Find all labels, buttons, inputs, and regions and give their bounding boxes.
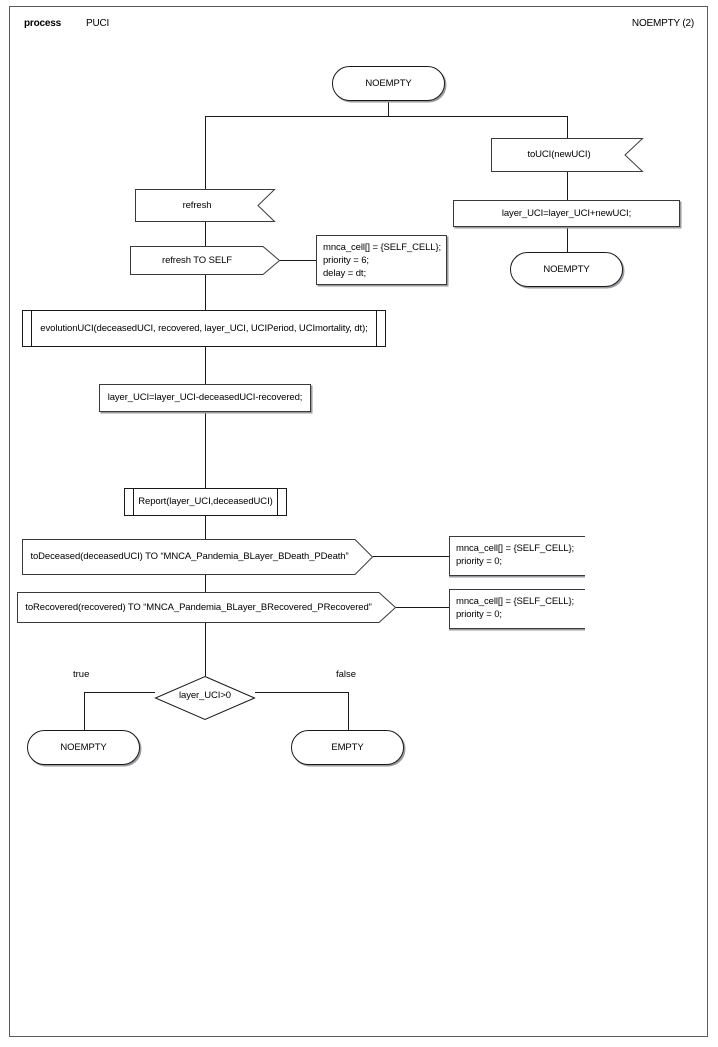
- connector-deceased-to-recovered: [205, 575, 206, 592]
- connector-task-to-report: [205, 412, 206, 488]
- comment-deceased: mnca_cell[] = {SELF_CELL}; priority = 0;: [449, 536, 585, 576]
- connector-comment-deceased: [373, 556, 449, 557]
- output-signal-shape: [130, 246, 280, 275]
- state-start[interactable]: NOEMPTY: [332, 66, 445, 101]
- state-noempty-right[interactable]: NOEMPTY: [510, 252, 623, 287]
- output-signal-to-deceased[interactable]: toDeceased(deceasedUCI) TO “MNCA_Pandemi…: [22, 539, 373, 575]
- state-empty-false-label: EMPTY: [331, 741, 364, 753]
- state-noempty-true-label: NOEMPTY: [60, 741, 107, 753]
- state-start-label: NOEMPTY: [365, 77, 412, 89]
- branch-label-true: true: [73, 669, 90, 680]
- connector-true-down: [84, 692, 85, 730]
- state-noempty-right-label: NOEMPTY: [543, 263, 590, 275]
- header-kind-label: process: [24, 18, 61, 29]
- decision-diamond-shape: [155, 676, 255, 720]
- connector-recovered-to-decision: [205, 623, 206, 676]
- input-signal-refresh-label: refresh: [182, 199, 212, 211]
- comment-deceased-text: mnca_cell[] = {SELF_CELL}; priority = 0;: [456, 543, 575, 567]
- output-signal-to-deceased-label: toDeceased(deceasedUCI) TO “MNCA_Pandemi…: [30, 551, 349, 562]
- connector-true-horizontal: [84, 692, 155, 693]
- procedure-call-evolution-uci-label: evolutionUCI(deceasedUCI, recovered, lay…: [40, 322, 368, 334]
- input-signal-shape: [135, 189, 275, 222]
- connector-false-down: [348, 692, 349, 730]
- header-page-state: NOEMPTY (2): [631, 18, 694, 29]
- connector-evolution-to-task: [205, 347, 206, 384]
- output-signal-shape: [17, 592, 396, 623]
- output-signal-to-recovered[interactable]: toRecovered(recovered) TO “MNCA_Pandemia…: [17, 592, 396, 623]
- connector-left-branch-down: [205, 116, 206, 189]
- page-frame: [9, 6, 708, 1037]
- output-signal-to-recovered-label: toRecovered(recovered) TO “MNCA_Pandemia…: [25, 601, 372, 613]
- decision-layer-uci-label: layer_UCI>0: [179, 689, 231, 701]
- connector-report-to-deceased: [205, 516, 206, 539]
- task-layer-uci-update[interactable]: layer_UCI=layer_UCI-deceasedUCI-recovere…: [99, 384, 311, 412]
- connector-start-down: [388, 101, 389, 116]
- input-signal-to-uci-label: toUCI(newUCI): [527, 149, 591, 160]
- connector-false-horizontal: [255, 692, 348, 693]
- branch-label-false: false: [336, 669, 357, 680]
- header-process-name: PUCI: [86, 18, 110, 29]
- task-add-new-uci[interactable]: layer_UCI=layer_UCI+newUCI;: [453, 200, 680, 227]
- comment-refresh-text: mnca_cell[] = {SELF_CELL}; priority = 6;…: [323, 242, 442, 279]
- connector-branch-bar: [205, 116, 568, 117]
- output-signal-shape: [22, 539, 373, 575]
- task-layer-uci-update-label: layer_UCI=layer_UCI-deceasedUCI-recovere…: [107, 392, 303, 403]
- connector-comment-refresh: [280, 260, 316, 261]
- comment-recovered: mnca_cell[] = {SELF_CELL}; priority = 0;: [449, 589, 585, 629]
- procedure-call-report[interactable]: Report(layer_UCI,deceasedUCI): [124, 488, 287, 516]
- output-signal-refresh-self[interactable]: refresh TO SELF: [130, 246, 280, 275]
- comment-refresh: mnca_cell[] = {SELF_CELL}; priority = 6;…: [316, 235, 447, 285]
- comment-recovered-text: mnca_cell[] = {SELF_CELL}; priority = 0;: [456, 596, 575, 620]
- decision-layer-uci[interactable]: layer_UCI>0: [155, 676, 255, 720]
- connector-touci-to-task: [567, 172, 568, 200]
- connector-refresh-to-output: [205, 222, 206, 246]
- output-signal-refresh-self-label: refresh TO SELF: [162, 254, 232, 266]
- connector-task-to-state: [567, 227, 568, 252]
- input-signal-to-uci[interactable]: toUCI(newUCI): [491, 138, 643, 172]
- connector-output-to-evolution: [205, 275, 206, 310]
- connector-right-branch-down: [567, 116, 568, 138]
- task-add-new-uci-label: layer_UCI=layer_UCI+newUCI;: [501, 207, 632, 219]
- state-empty-false[interactable]: EMPTY: [291, 730, 404, 765]
- input-signal-shape: [491, 138, 643, 172]
- state-noempty-true[interactable]: NOEMPTY: [27, 730, 140, 765]
- procedure-call-evolution-uci[interactable]: evolutionUCI(deceasedUCI, recovered, lay…: [22, 310, 386, 347]
- input-signal-refresh[interactable]: refresh: [135, 189, 275, 222]
- procedure-call-report-label: Report(layer_UCI,deceasedUCI): [138, 496, 273, 507]
- connector-comment-recovered: [396, 607, 449, 608]
